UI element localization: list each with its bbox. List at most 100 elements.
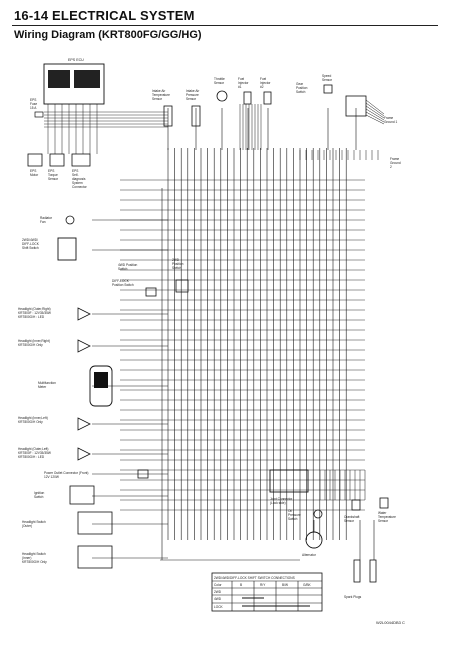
frame-ground-2: Frame Ground 2 [390,157,401,169]
iat-label-3: Sensor [152,97,163,101]
fuel-injector-1: Fuel Injector #1 [238,77,252,105]
eps-self-diagnosis-connector: EPS Self- diagnosis System Connector [71,153,91,189]
dls-label-1: 2WD/4WD/ [22,238,38,242]
joint-connector: Joint Connector (Lock side) [269,469,309,505]
hol-label-1: Headlight (Outer,Left) [18,447,48,451]
iap-label-3: Sensor [186,97,197,101]
table-header-bw: B/W [282,583,288,587]
table-header-gbk: G/BK [303,583,311,587]
eps-fuse-label-2: Fuse [30,102,37,106]
table-header-b: B [240,583,242,587]
title-rule [12,25,438,26]
speed-label-2: Sensor [322,78,333,82]
inj1-label-3: #1 [238,85,242,89]
inj2-label-2: Injector [260,81,271,85]
hol-label-3: KRT800G/H : LED [18,455,45,459]
inj1-label-1: Fuel [238,77,244,81]
headlight-inner-left: Headlight (Inner,Left) KRT800G/H Only [18,416,91,431]
gear-label-3: Switch [296,90,306,94]
hso-label-1: Headlight Switch [22,520,46,524]
crank-label-2: Sensor [344,519,355,523]
hir-label-2: KRT800G/H Only [18,343,43,347]
crankshaft-sensor: Crankshaft Sensor [344,499,361,523]
eps-diag-label-3: diagnosis [72,177,86,181]
diagram-code: W2L0044DB3 C [376,620,405,625]
spark-label: Spark Plugs [344,595,362,599]
wt-label-1: Water [378,511,387,515]
fg1-label-1: Frame [384,116,393,120]
meter-label-2: Meter [38,385,47,389]
eps-diag-label-5: Connector [72,185,88,189]
radiator-fan: Radiator Fan [40,215,75,225]
frame-ground-1: Frame Ground 1 [384,116,398,124]
oil-pressure-switch: Oil Pressure Switch [288,509,323,521]
wire [365,108,385,121]
eps-torque-sensor: EPS Torque Sensor [48,153,65,181]
speed-label-1: Speed [322,74,331,78]
water-temperature-sensor: Water Temperature Sensor [378,497,396,523]
headlight-outer-left: Headlight (Outer,Left) KRT800F : 12V35/3… [18,447,91,461]
gear-label-1: Gear [296,82,304,86]
intake-air-temp-sensor: Intake Air Temperature Sensor [152,89,173,127]
hor-label-2: KRT800F : 12V35/35W [18,311,51,315]
iat-label-1: Intake Air [152,89,166,93]
fwd-label-1: 4WD Position [118,263,138,267]
eps-motor: EPS Motor [27,153,43,177]
eps-motor-label-1: EPS [30,169,36,173]
fg2-label-1: Frame [390,157,399,161]
wire [365,99,385,115]
hsi-label-2: (Inner) [22,556,31,560]
wire [365,102,385,117]
diagram-title: Wiring Diagram (KRT800FG/GG/HG) [14,29,202,41]
po-label-1: Power Outlet Connector (Front) [44,471,88,475]
multifunction-meter: Multifunction Meter [38,365,113,407]
gear-label-2: Position [296,86,308,90]
oil-label-2: Pressure [288,513,301,517]
eps-fuse-label-1: EPS [30,98,36,102]
twd-label-2: Position [172,262,184,266]
speed-sensor: Speed Sensor [322,74,333,94]
hor-label-3: KRT800G/H : LED [18,315,45,319]
wire-bundle [44,99,385,561]
table-row-lock: LOCK [214,605,224,609]
wt-label-2: Temperature [378,515,396,519]
hil-label-1: Headlight (Inner,Left) [18,416,48,420]
eps-diag-label-1: EPS [72,169,78,173]
throttle-label-1: Throttle [214,77,225,81]
ign-label-1: Ignition [34,491,45,495]
wire [365,114,385,125]
fg1-label-2: Ground 1 [384,120,398,124]
eps-diag-label-2: Self- [72,173,79,177]
oil-label-3: Switch [288,517,298,521]
dls-label-2: DIFF-LOCK [22,242,40,246]
hsi-label-3: KRT800G/H Only [22,560,47,564]
fg2-label-2: Ground [390,161,401,165]
eps-torque-label-3: Sensor [48,177,59,181]
table-row-2wd: 2WD [214,590,222,594]
eps-torque-label-2: Torque [48,173,58,177]
ignition-switch: Ignition Switch [34,485,95,505]
hsi-label-1: Headlight Switch [22,552,46,556]
jc-label-2: (Lock side) [270,501,286,505]
dlp-label-1: DIFF-LOCK [112,279,130,283]
eps-fuse: EPS Fuse 15 A [30,98,44,118]
alternator: Alternator [302,531,323,557]
jc-label-1: Joint Connector [270,497,293,501]
oil-label-1: Oil [288,509,292,513]
po-label-2: 12V 120W [44,475,59,479]
fuel-injector-2: Fuel Injector #2 [260,77,272,105]
iap-label-1: Intake Air [186,89,200,93]
eps-torque-label-1: EPS [48,169,54,173]
alt-label: Alternator [302,553,317,557]
eps-ecu: EPS ECU [43,58,105,105]
twd-label-1: 2WD [172,258,180,262]
fwd-position-switch: 4WD Position Switch [118,263,138,271]
eps-fuse-label-3: 15 A [30,106,37,110]
iap-label-2: Pressure [186,93,199,97]
power-outlet-connector: Power Outlet Connector (Front) 12V 120W [44,469,149,479]
section-title: 16-14 ELECTRICAL SYSTEM [14,8,195,23]
twd-label-3: Switch [172,266,182,270]
twd-position-switch: 2WD Position Switch [172,258,189,293]
hol-label-2: KRT800F : 12V35/35W [18,451,51,455]
